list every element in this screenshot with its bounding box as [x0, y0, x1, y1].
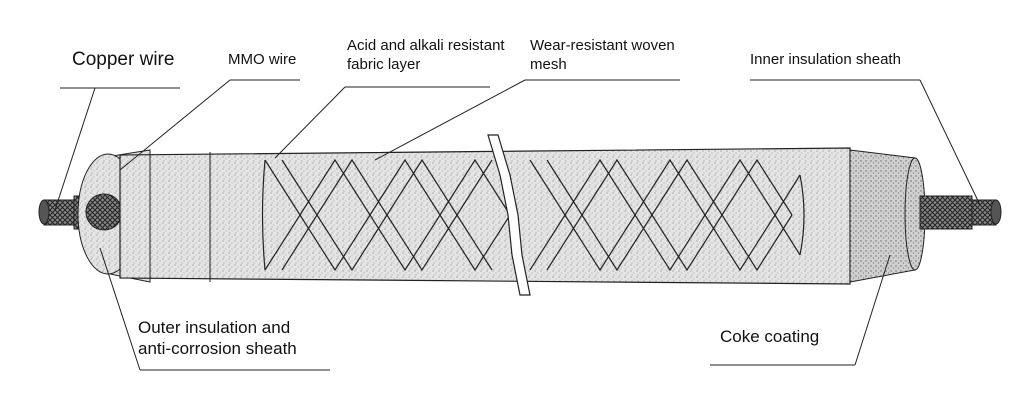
woven-mesh-line1: Wear-resistant woven [530, 37, 675, 54]
woven-mesh [261, 158, 805, 272]
fabric-layer-label: Acid and alkali resistant fabric layer [347, 37, 505, 75]
woven-mesh-line2: mesh [530, 55, 567, 73]
inner-sheath-label: Inner insulation sheath [750, 51, 901, 68]
copper-wire-label: Copper wire [72, 49, 175, 70]
woven-mesh-label: Wear-resistant woven mesh [530, 37, 675, 75]
outer-sheath-label: Outer insulation and anti-corrosion shea… [138, 317, 297, 360]
coke-coating-section [849, 149, 926, 283]
fabric-layer-line1: Acid and alkali resistant [347, 37, 505, 54]
break-line [487, 134, 531, 296]
fabric-layer-line2: fabric layer [347, 55, 421, 73]
mmo-wire-label: MMO wire [228, 51, 297, 68]
leader-lines [54, 79, 981, 371]
right-copper-wire [919, 195, 1002, 230]
outer-sheath-line1: Outer insulation and [138, 318, 291, 337]
coke-coating-label: Coke coating [720, 327, 820, 346]
outer-sheath-line2: anti-corrosion sheath [138, 339, 297, 359]
cable-body [119, 147, 851, 285]
